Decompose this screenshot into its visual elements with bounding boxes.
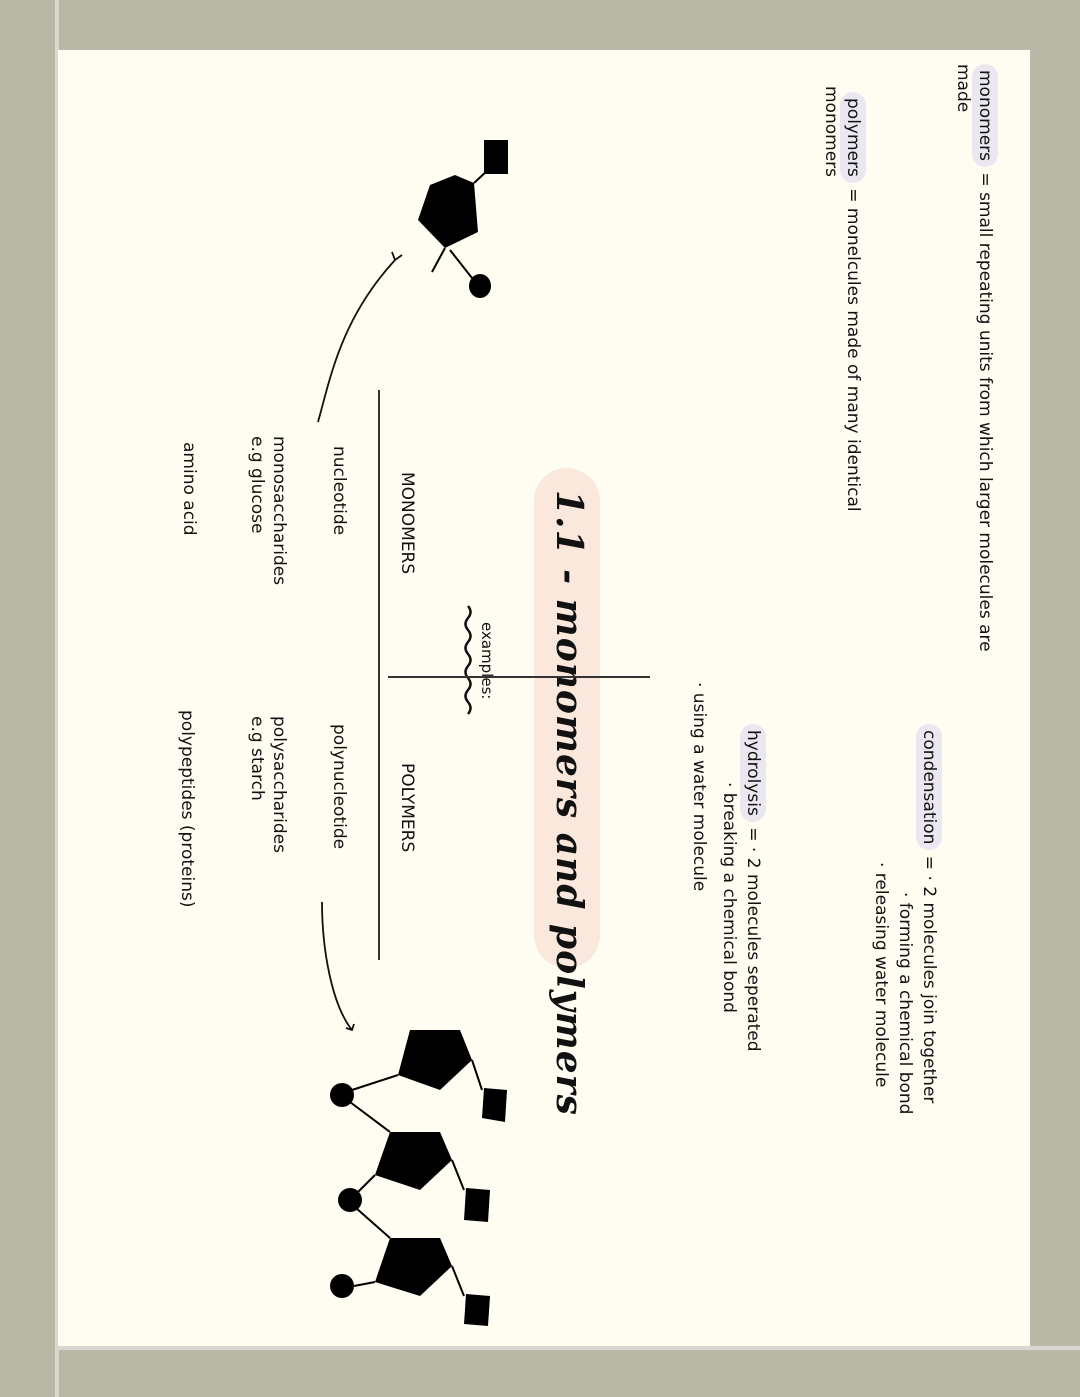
monomer-arrow-icon xyxy=(317,251,403,423)
frame-left-edge xyxy=(55,0,59,1397)
nucleotide-icon xyxy=(418,140,508,298)
note-page: monomers = small repeating units from wh… xyxy=(58,50,1030,1346)
frame-bottom-edge xyxy=(58,1346,1080,1350)
polynucleotide-chain-icon xyxy=(330,1030,507,1326)
polymer-arrow-icon xyxy=(321,901,355,1032)
rotated-canvas: monomers = small repeating units from wh… xyxy=(58,50,1030,1346)
examples-squiggle-icon xyxy=(464,605,472,715)
